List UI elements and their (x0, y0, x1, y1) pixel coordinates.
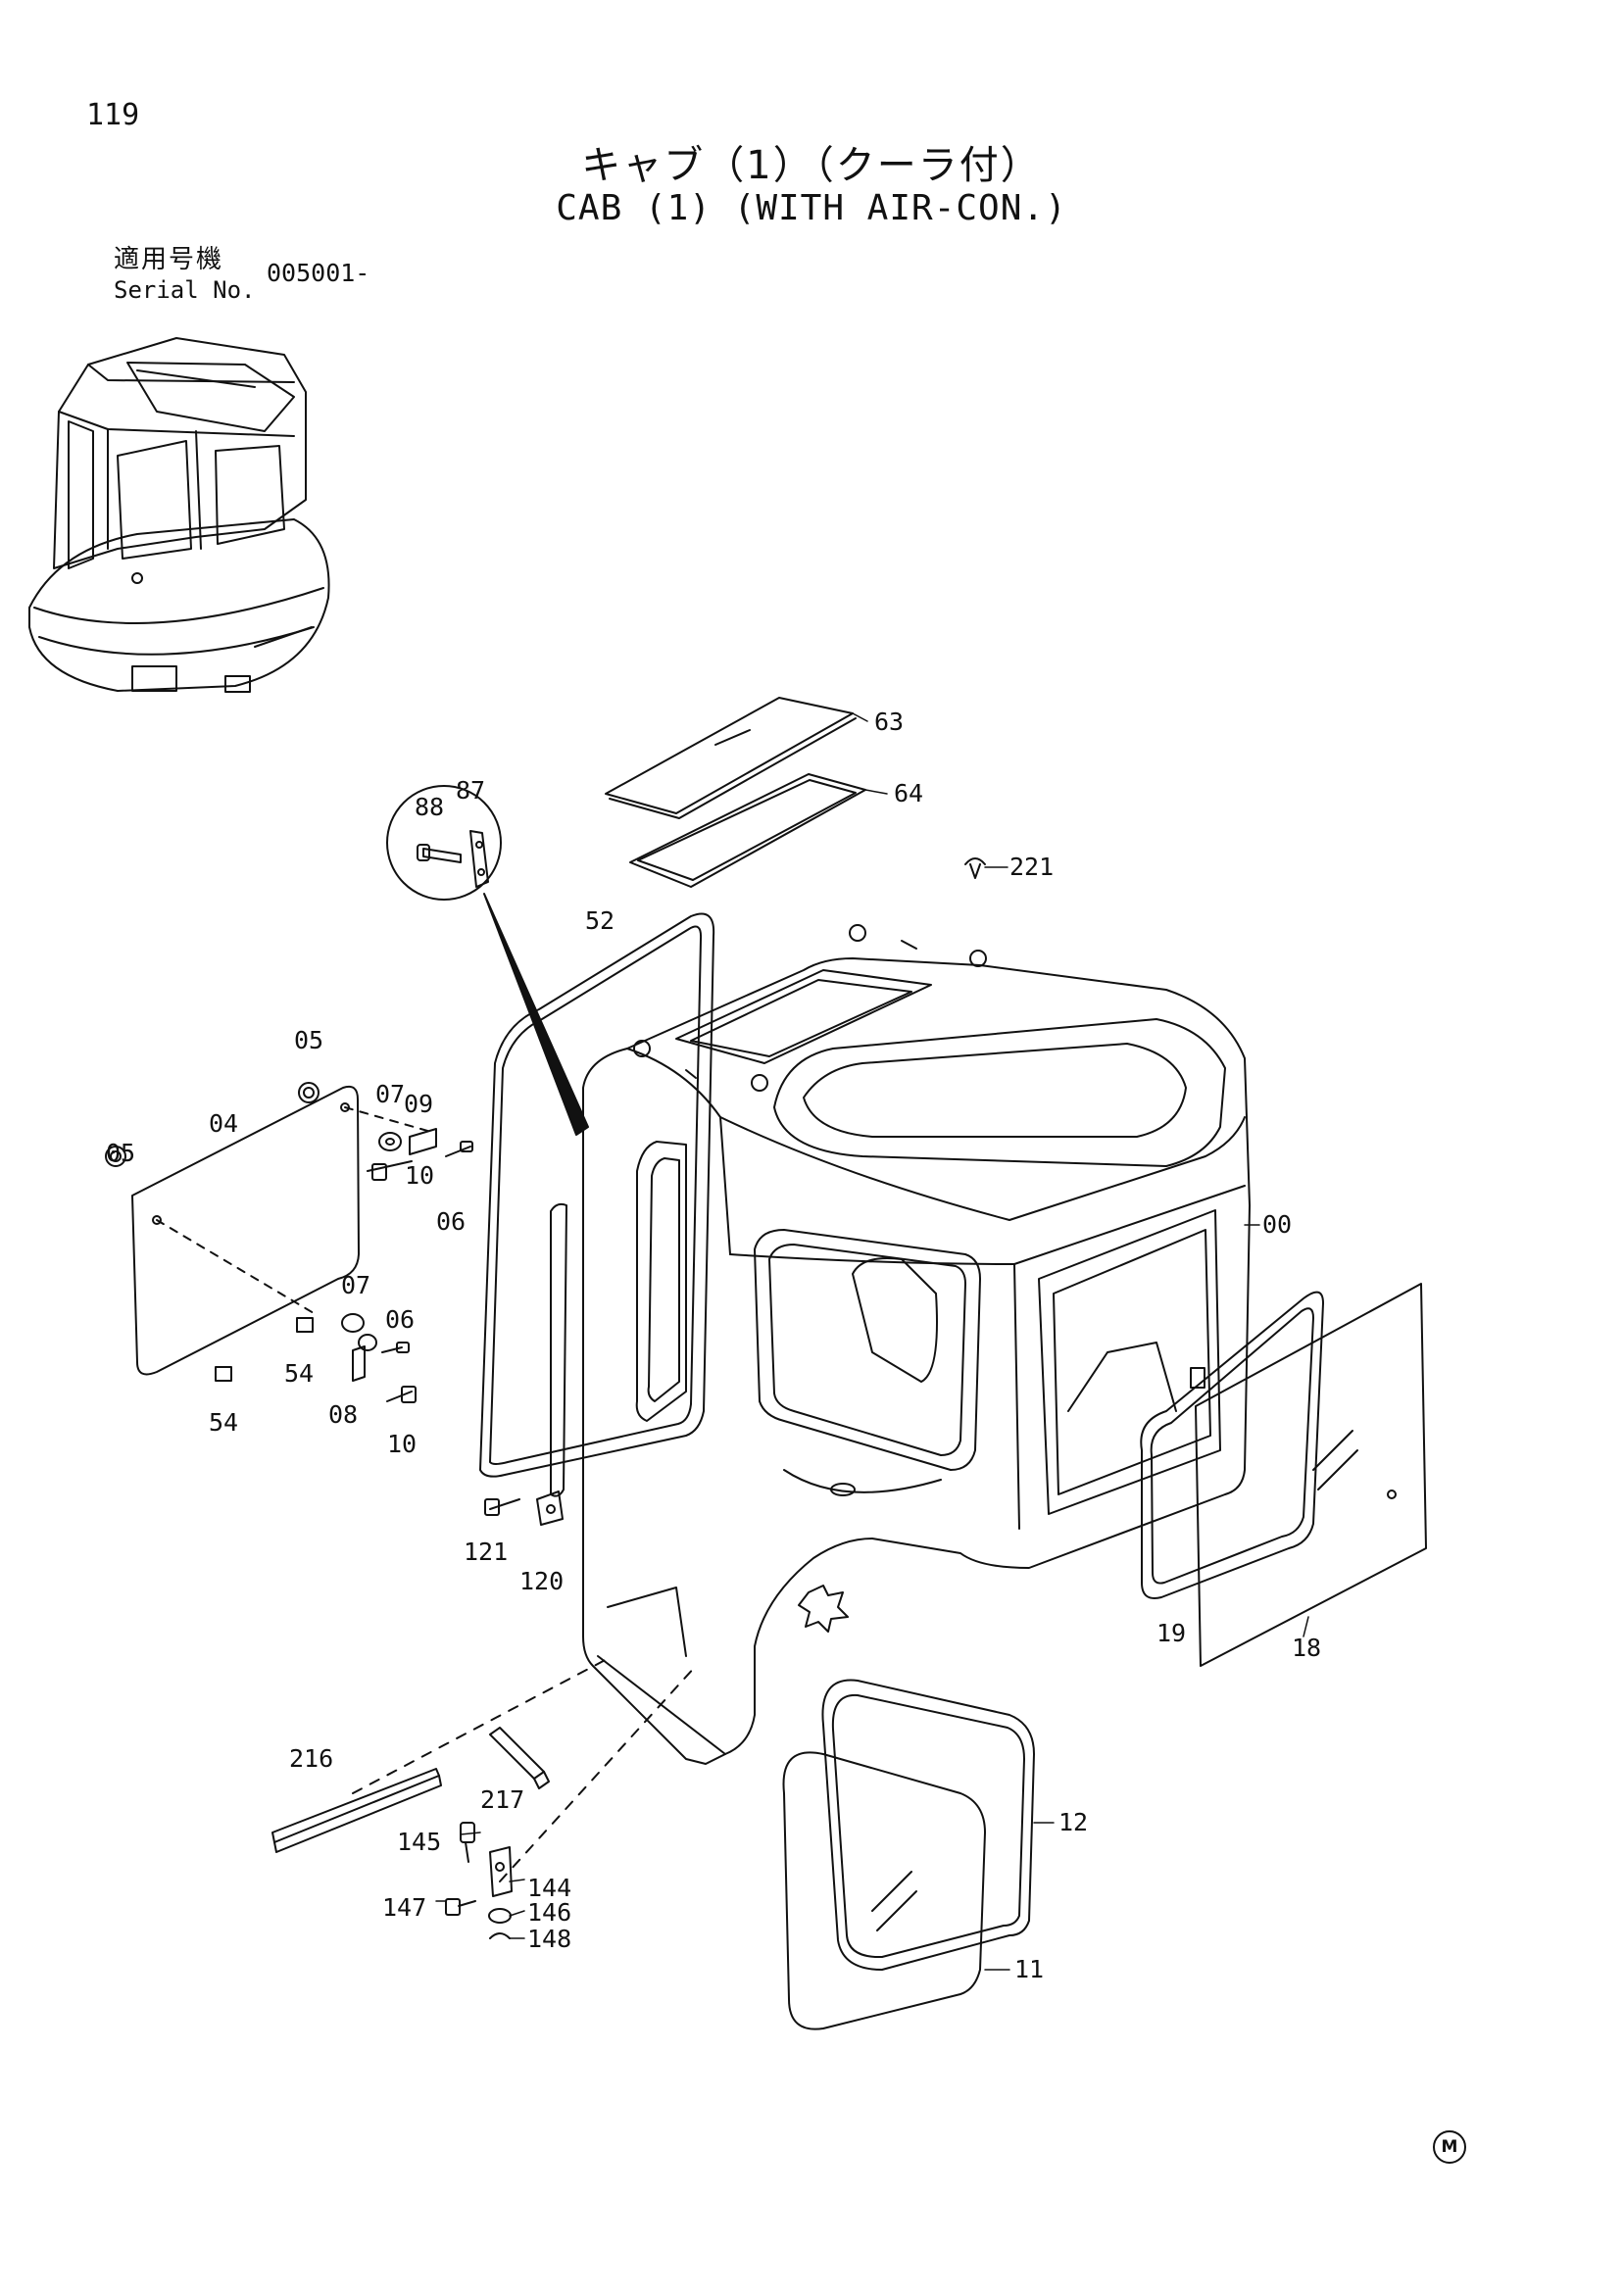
callout-18: 18 (1292, 1634, 1321, 1662)
callout-145: 145 (397, 1828, 441, 1856)
door-glass (782, 1751, 986, 2030)
side-panel (105, 1082, 432, 1382)
callout-63: 63 (874, 708, 904, 736)
callout-06-bottom: 06 (385, 1305, 415, 1334)
callout-10-top: 10 (405, 1161, 434, 1190)
callout-217: 217 (480, 1785, 524, 1814)
callout-121: 121 (464, 1538, 508, 1566)
rear-window-seal (1140, 1291, 1324, 1599)
callout-52: 52 (585, 906, 615, 935)
callout-88: 88 (415, 793, 444, 821)
callout-12: 12 (1058, 1808, 1088, 1836)
m-mark: M (1433, 2130, 1466, 2164)
callout-64: 64 (894, 779, 923, 807)
callout-05-top: 05 (294, 1026, 323, 1054)
callout-54-left: 54 (209, 1408, 238, 1437)
detail-magnifier (386, 785, 589, 1136)
callout-06-top: 06 (436, 1207, 466, 1236)
callout-labels: 63 64 221 88 87 52 05 05 04 07 09 10 06 … (106, 708, 1321, 1983)
callout-10-bottom: 10 (387, 1430, 417, 1458)
roof-seal (629, 773, 866, 888)
rear-window-glass (1195, 1283, 1427, 1667)
door-seal (479, 912, 715, 1478)
callout-221: 221 (1009, 853, 1054, 881)
door-guide-rails (271, 1655, 697, 1882)
serial-number-value: 005001- (267, 259, 370, 287)
callout-147: 147 (382, 1893, 426, 1922)
callout-148: 148 (527, 1925, 571, 1953)
page-title-japanese: キャブ（1）（クーラ付） (581, 143, 1042, 188)
callout-07-bottom: 07 (341, 1271, 370, 1299)
callout-07-top: 07 (375, 1080, 405, 1108)
callout-54-right: 54 (284, 1359, 314, 1388)
machine-thumbnail-illustration (28, 337, 330, 693)
page-number: 119 (86, 98, 140, 132)
callout-leaders (435, 712, 1309, 1971)
door-hinge-parts (445, 1822, 513, 1939)
roof-cover-pin (964, 857, 986, 879)
serial-label-japanese: 適用号機 (114, 245, 224, 274)
roof-glass (605, 697, 857, 819)
callout-04: 04 (209, 1109, 238, 1138)
door-glass-seal (821, 1679, 1035, 1971)
callout-05-left: 05 (106, 1139, 135, 1167)
page-title-english: CAB (1) (WITH AIR-CON.) (556, 188, 1067, 228)
callout-09: 09 (404, 1090, 433, 1118)
callout-87: 87 (456, 776, 485, 805)
callout-144: 144 (527, 1874, 571, 1902)
mounting-hardware (341, 1128, 473, 1403)
callout-19: 19 (1156, 1619, 1186, 1647)
callout-120: 120 (519, 1567, 564, 1595)
callout-146: 146 (527, 1898, 571, 1927)
serial-label-english: Serial No. (114, 276, 256, 304)
door-hinge-bar (484, 1202, 567, 1526)
callout-216: 216 (289, 1744, 333, 1773)
cab-frame (582, 924, 1251, 1765)
callout-08: 08 (328, 1400, 358, 1429)
callout-11: 11 (1014, 1955, 1044, 1983)
callout-00: 00 (1262, 1210, 1292, 1239)
